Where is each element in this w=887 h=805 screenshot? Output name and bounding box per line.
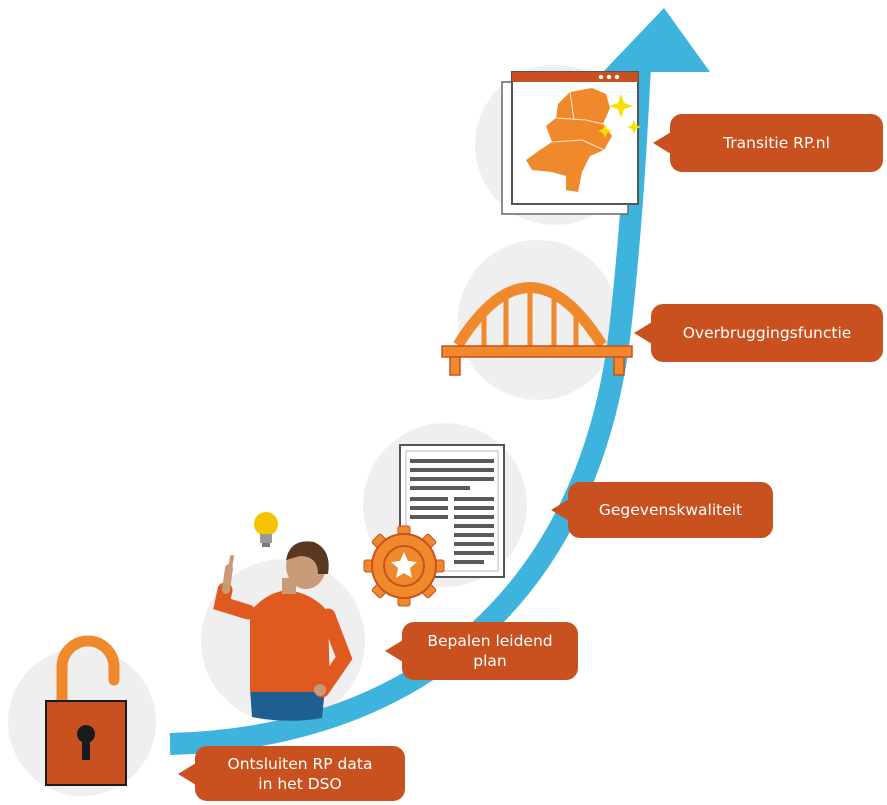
callout-label: Ontsluiten RP data in het DSO: [227, 754, 373, 793]
person-idea-icon: [213, 512, 353, 721]
callout-overbruggingsfunctie: Overbruggingsfunctie: [634, 304, 883, 362]
callout-label: Overbruggingsfunctie: [682, 324, 852, 342]
callout-bepalen-leidend-plan: Bepalen leidend plan: [385, 622, 578, 680]
circle-bg-bridge: [458, 240, 618, 400]
callout-transitie-rp-nl: Transitie RP.nl: [653, 114, 883, 172]
document-quality-icon: [363, 444, 505, 607]
callout-ontsluiten-rp-data: Ontsluiten RP data in het DSO: [178, 746, 405, 801]
netherlands-map-shape: [526, 88, 612, 192]
open-padlock-icon: [45, 635, 127, 786]
callout-label: Gegevenskwaliteit: [598, 501, 743, 519]
callout-gegevenskwaliteit: Gegevenskwaliteit: [551, 482, 773, 538]
gear-star-icon: [363, 525, 445, 607]
arrow-head: [603, 8, 710, 72]
callout-label: Transitie RP.nl: [723, 134, 830, 152]
sparkle-icon: [598, 94, 641, 138]
callout-label: Bepalen leidend plan: [427, 632, 553, 670]
netherlands-map-window-icon: [501, 71, 641, 215]
bridge-icon: [441, 282, 633, 376]
